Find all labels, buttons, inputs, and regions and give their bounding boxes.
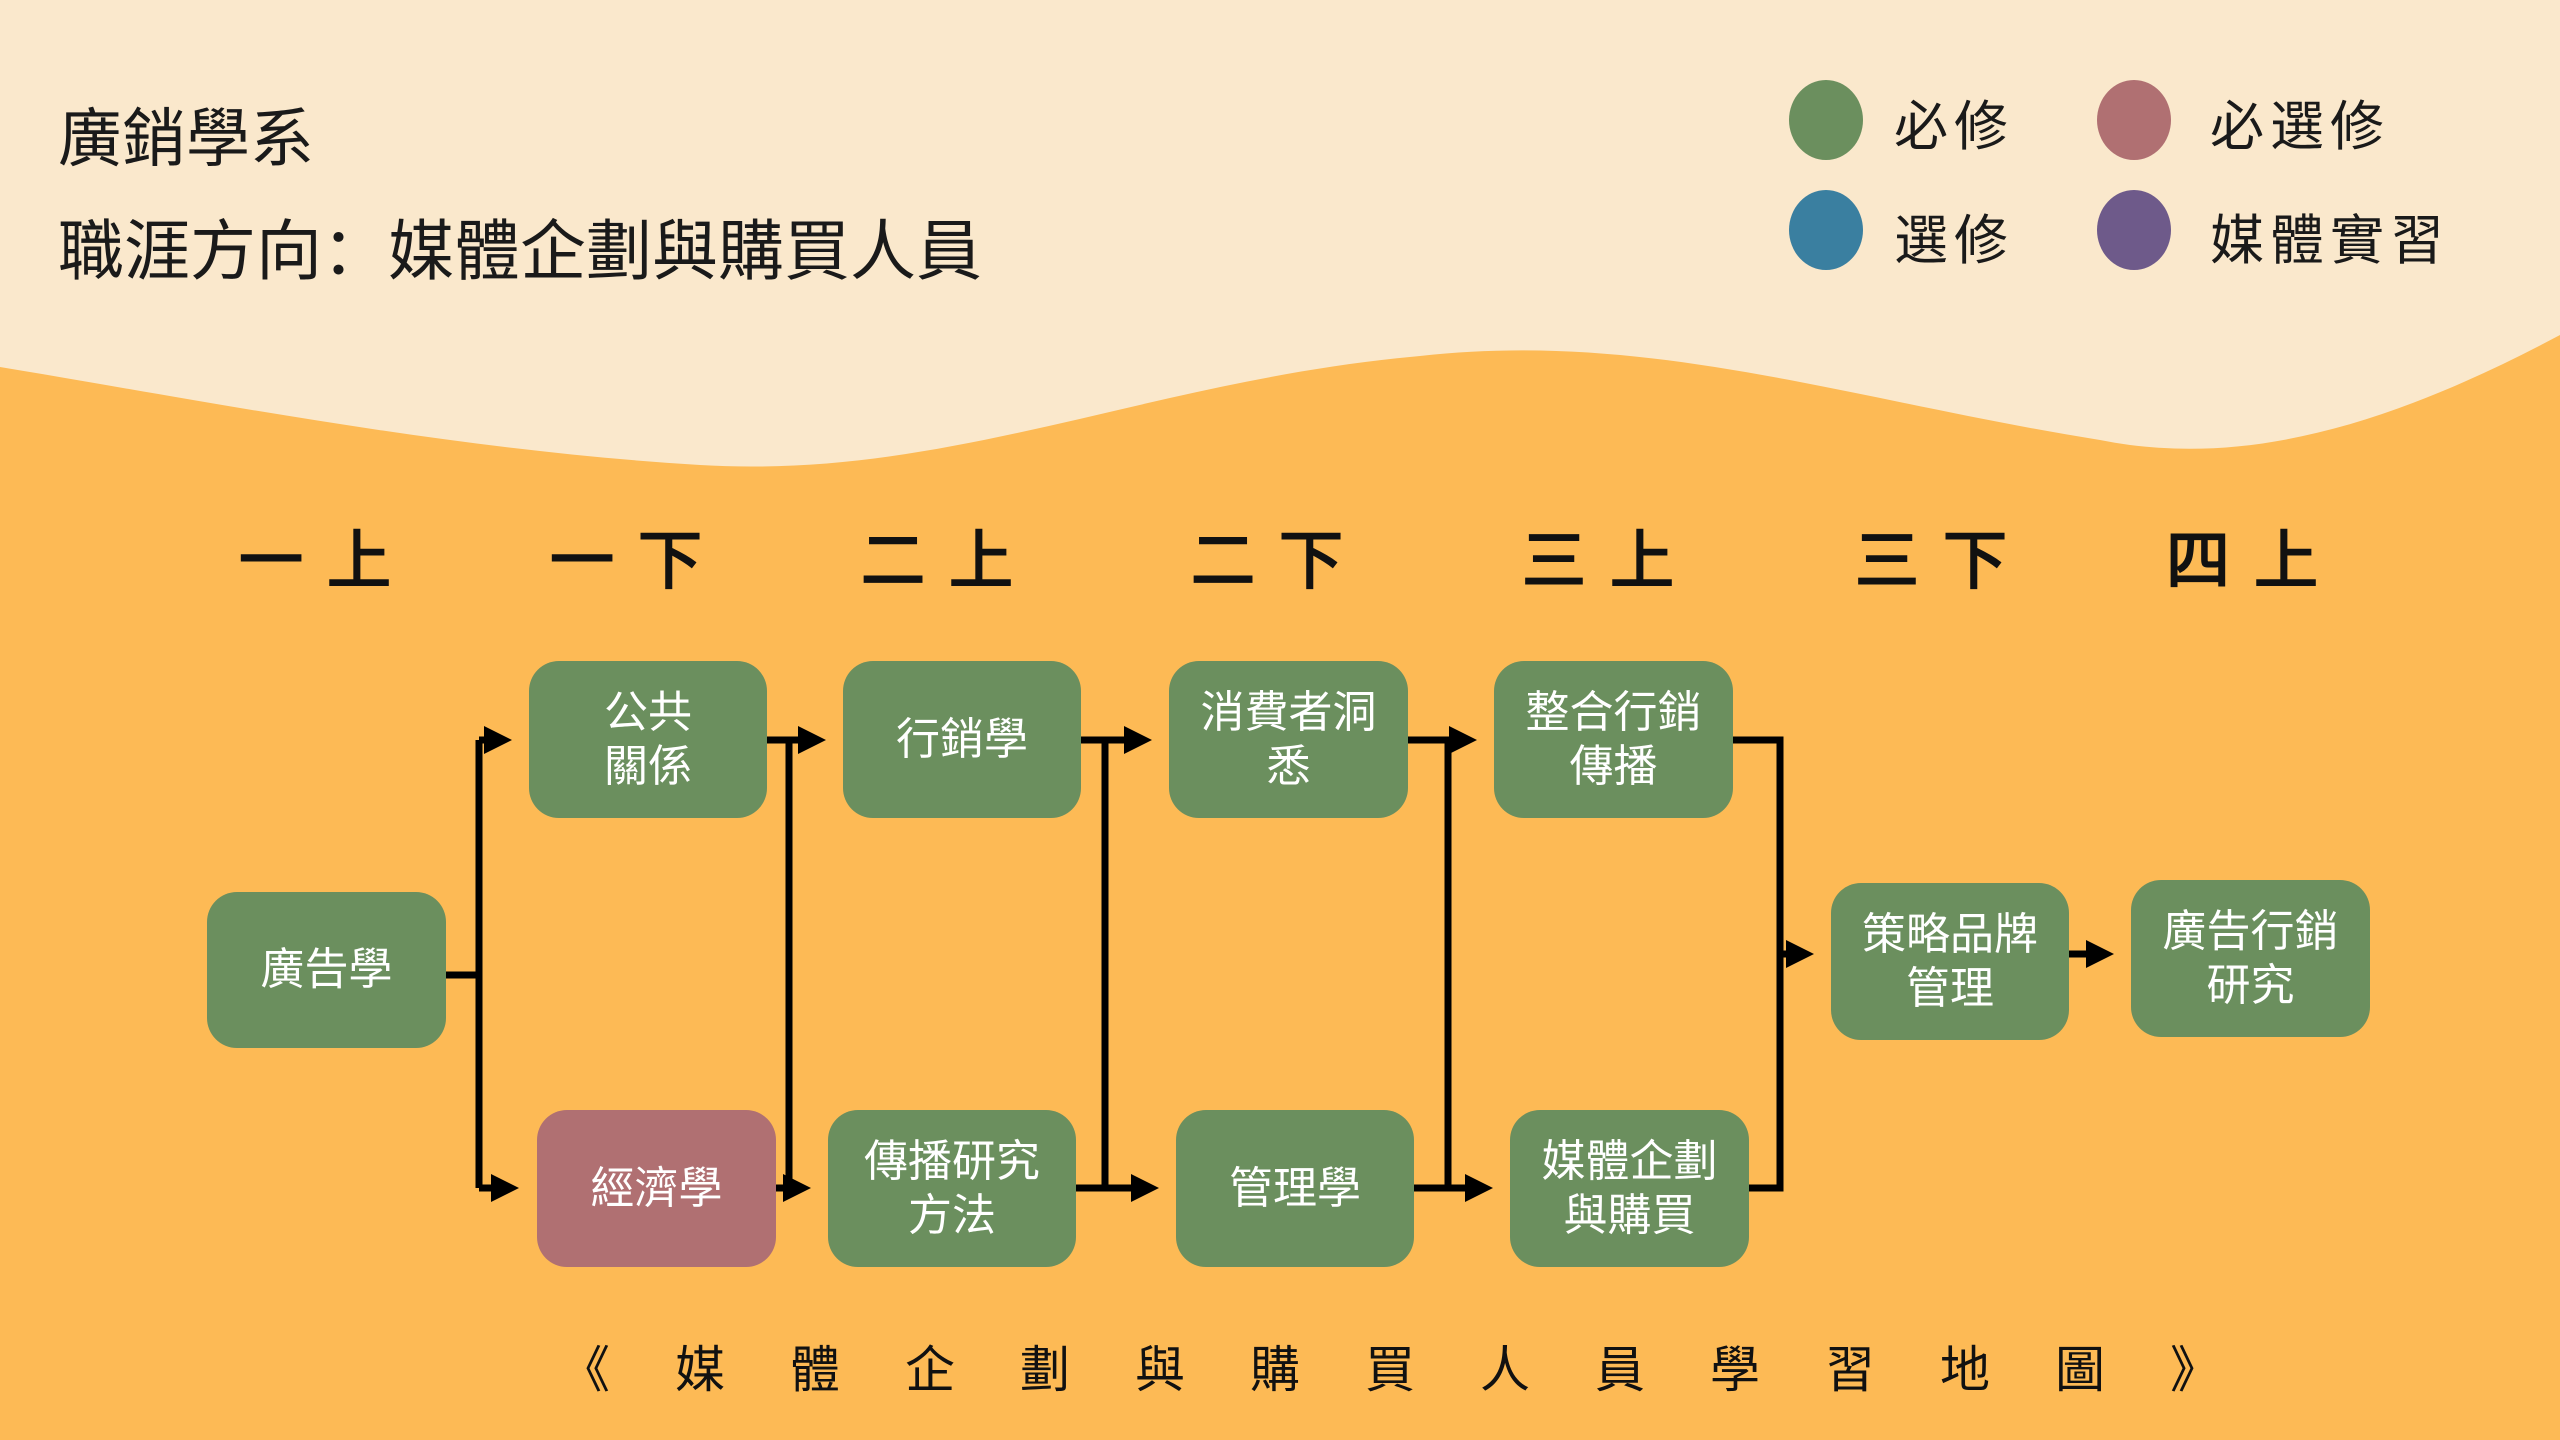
footer-char: 媒	[675, 1341, 725, 1399]
semester-header: 一下	[550, 525, 726, 599]
footer-char: 人	[1480, 1341, 1530, 1399]
connector	[1076, 736, 1109, 1192]
course-media-planning: 媒體企劃 與購買	[1510, 1110, 1749, 1267]
course-imc: 整合行銷 傳播	[1494, 661, 1733, 818]
footer-char: 習	[1825, 1341, 1875, 1399]
course-management: 管理學	[1176, 1110, 1414, 1267]
footer-char: 買	[1365, 1341, 1415, 1399]
connector	[767, 736, 793, 1192]
course-economics: 經濟學	[537, 1110, 776, 1267]
footer-char: 圖	[2055, 1341, 2105, 1399]
footer-char: 體	[790, 1341, 840, 1399]
course-consumer-insight: 消費者洞 悉	[1169, 661, 1408, 818]
semester-header: 一上	[239, 525, 415, 599]
semester-header: 四上	[2166, 525, 2342, 599]
footer-char: 學	[1710, 1341, 1760, 1399]
course-communication-research: 傳播研究 方法	[828, 1110, 1076, 1267]
career-direction-title: 職涯方向：媒體企劃與購買人員	[58, 213, 982, 290]
course-brand-management: 策略品牌 管理	[1831, 883, 2069, 1040]
connector	[1733, 736, 1784, 1192]
legend-required-elective-dot-icon	[2097, 80, 2171, 160]
footer-char: 》	[2170, 1341, 2220, 1399]
footer-char: 《	[560, 1341, 610, 1399]
semester-header: 二上	[861, 525, 1037, 599]
legend-internship-dot-icon	[2097, 190, 2171, 270]
legend-required-elective-label: 必選修	[2210, 95, 2390, 158]
course-advertising: 廣告學	[207, 892, 446, 1048]
course-ad-marketing-research: 廣告行銷 研究	[2131, 880, 2370, 1037]
course-public-relations: 公共 關係	[529, 661, 767, 818]
footer-char: 購	[1250, 1341, 1300, 1399]
footer-char: 企	[905, 1341, 955, 1399]
department-title: 廣銷學系	[58, 103, 314, 177]
legend-internship-label: 媒體實習	[2210, 209, 2450, 272]
semester-header: 三上	[1522, 525, 1698, 599]
semester-header: 三下	[1855, 525, 2031, 599]
connector	[446, 740, 483, 1188]
footer-char: 劃	[1020, 1341, 1070, 1399]
footer-caption: 《 媒 體 企 劃 與 購 買 人 員 學 習 地 圖 》	[560, 1330, 2220, 1402]
course-marketing: 行銷學	[843, 661, 1081, 818]
semester-header: 二下	[1191, 525, 1367, 599]
footer-char: 與	[1135, 1341, 1185, 1399]
legend-elective-label: 選修	[1894, 209, 2014, 272]
legend-required-label: 必修	[1894, 95, 2014, 158]
footer-char: 地	[1940, 1341, 1990, 1399]
footer-char: 員	[1595, 1341, 1645, 1399]
legend-required-dot-icon	[1789, 80, 1863, 160]
legend-elective-dot-icon	[1789, 190, 1863, 270]
connector	[1408, 736, 1452, 1192]
